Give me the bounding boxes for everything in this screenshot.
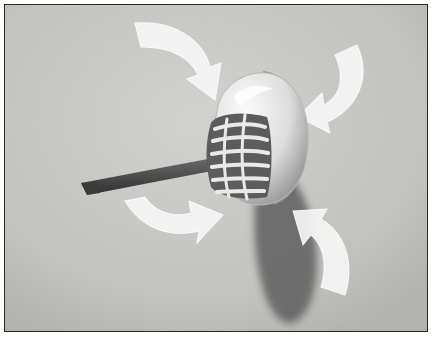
intake-grille-icon	[207, 114, 272, 199]
illustration	[5, 5, 428, 332]
image-frame	[4, 4, 428, 332]
